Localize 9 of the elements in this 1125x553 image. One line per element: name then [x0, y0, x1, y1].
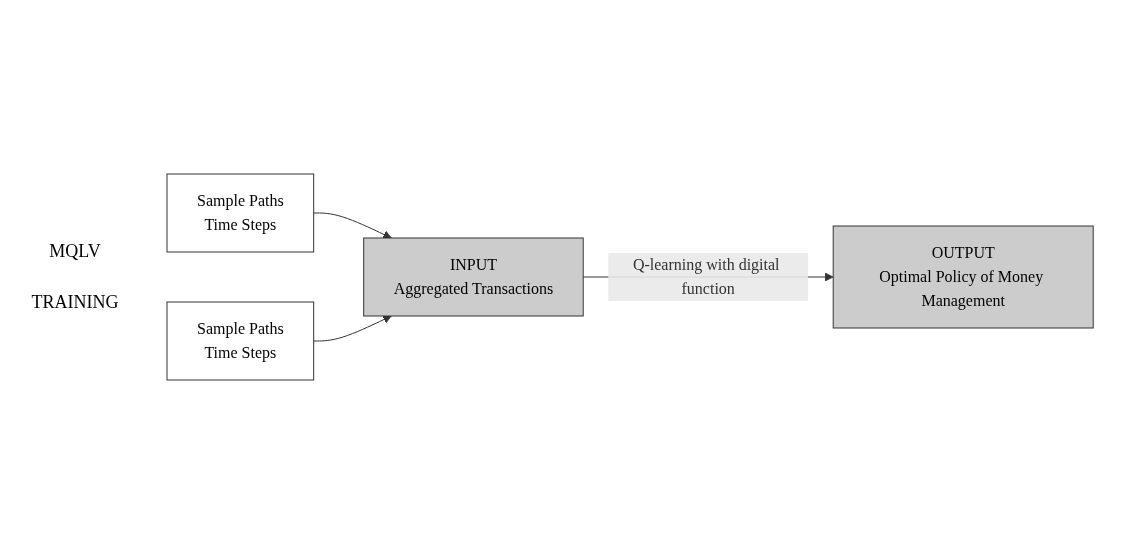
node-box: OUTPUT Optimal Policy of Money Management: [832, 225, 1094, 328]
edge-label: Q-learning with digital function: [632, 255, 780, 297]
diagram-label: MQLV: [49, 240, 101, 262]
diagram-label: TRAINING: [31, 291, 119, 313]
arrow: [313, 212, 392, 239]
node-box: Sample Paths Time Steps: [166, 173, 315, 252]
node-box: INPUT Aggregated Transactions: [363, 237, 584, 316]
node-box: Sample Paths Time Steps: [166, 301, 315, 380]
arrow: [313, 314, 392, 341]
